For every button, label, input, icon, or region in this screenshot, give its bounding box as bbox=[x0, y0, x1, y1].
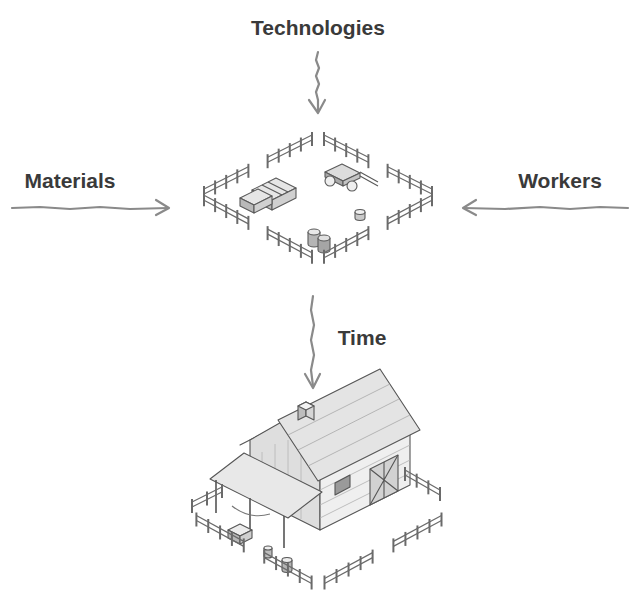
fence-segment bbox=[204, 164, 248, 200]
fence-segment bbox=[324, 132, 368, 168]
porch-roof bbox=[210, 453, 322, 518]
stump bbox=[355, 210, 365, 221]
technologies-arrow-head bbox=[309, 100, 325, 113]
flow-arrows bbox=[12, 52, 628, 388]
building bbox=[210, 369, 420, 573]
window bbox=[335, 475, 350, 495]
fence-segment bbox=[393, 513, 441, 553]
fence-segment bbox=[204, 192, 248, 230]
workers-arrow-head bbox=[463, 200, 476, 215]
construction-site bbox=[240, 164, 378, 253]
fence-segment bbox=[405, 467, 440, 501]
time-arrow-head bbox=[305, 374, 320, 388]
input-label: Technologies bbox=[251, 16, 385, 40]
cart bbox=[325, 164, 378, 191]
fence-segment bbox=[268, 226, 312, 264]
roof-front bbox=[278, 369, 420, 481]
time-label: Time bbox=[338, 326, 387, 350]
technologies-arrow bbox=[316, 52, 319, 112]
fence-segment bbox=[192, 484, 222, 513]
fence-segment bbox=[325, 550, 373, 590]
fences bbox=[192, 132, 442, 590]
fence-segment bbox=[268, 132, 312, 168]
barn-door bbox=[370, 455, 398, 505]
barrels bbox=[308, 229, 330, 253]
input-label: Materials bbox=[24, 169, 115, 193]
fence-segment bbox=[264, 550, 311, 590]
crates bbox=[240, 178, 296, 213]
fence-segment bbox=[196, 513, 243, 553]
time-arrow bbox=[311, 296, 314, 386]
fence-segment bbox=[324, 226, 368, 264]
workers-arrow bbox=[464, 207, 628, 209]
materials-arrow-head bbox=[156, 200, 169, 215]
materials-arrow bbox=[12, 207, 168, 209]
fence-segment bbox=[388, 192, 432, 230]
input-label: Workers bbox=[518, 169, 602, 193]
fence-segment bbox=[388, 164, 432, 200]
